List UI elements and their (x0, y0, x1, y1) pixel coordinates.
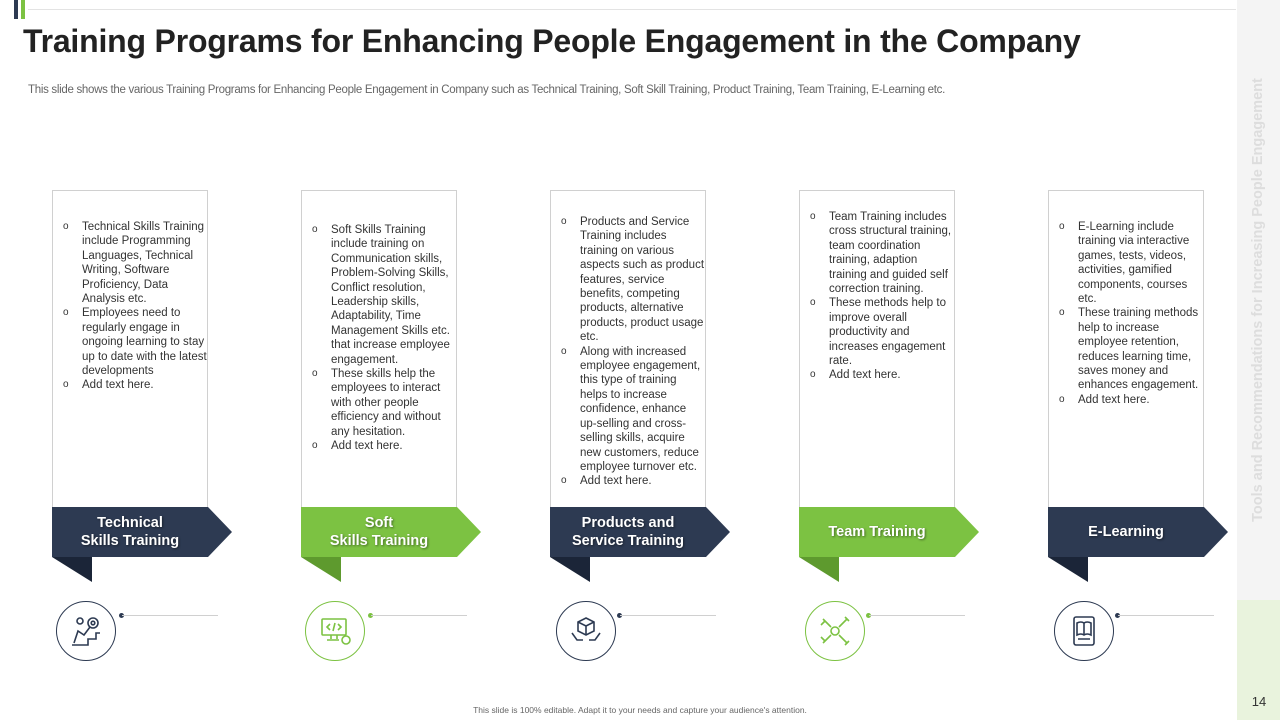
connector-line (869, 615, 965, 616)
product-hands-icon (556, 601, 616, 661)
bullet-list: Team Training includes cross structural … (810, 210, 954, 383)
computer-code-icon (305, 601, 365, 661)
bullet-item: Products and Service Training includes t… (561, 215, 705, 345)
bullet-list: E-Learning include training via interact… (1059, 220, 1203, 408)
program-card-elearning: E-Learning include training via interact… (1048, 190, 1204, 510)
bullet-list: Soft Skills Training include training on… (312, 223, 456, 454)
bullet-item: Technical Skills Training include Progra… (63, 220, 207, 306)
header-divider (28, 9, 1236, 10)
banner-shape (550, 507, 730, 582)
slide-subtitle: This slide shows the various Training Pr… (28, 84, 946, 96)
connector-line (620, 615, 716, 616)
page-number: 14 (1251, 694, 1267, 709)
banner-shape (799, 507, 979, 582)
side-panel-title: Tools and Recommendations for Increasing… (1250, 78, 1266, 522)
bullet-item: Add text here. (1059, 393, 1203, 408)
bullet-item: Employees need to regularly engage in on… (63, 306, 207, 378)
banner-shape (301, 507, 481, 582)
connector-line (371, 615, 467, 616)
bullet-list: Products and Service Training includes t… (561, 215, 705, 489)
connector-dot (119, 613, 124, 618)
e-book-icon (1054, 601, 1114, 661)
program-card-technical: Technical Skills Training include Progra… (52, 190, 208, 510)
bullet-item: Add text here. (312, 439, 456, 454)
bullet-item: Add text here. (810, 368, 954, 383)
banner-team: Team Training (799, 507, 979, 582)
accent-bar-green (21, 0, 25, 19)
program-card-products: Products and Service Training includes t… (550, 190, 706, 510)
connector-dot (1115, 613, 1120, 618)
bullet-item: Along with increased employee engagement… (561, 345, 705, 475)
program-card-soft: Soft Skills Training include training on… (301, 190, 457, 510)
connector-dot (866, 613, 871, 618)
footer-note: This slide is 100% editable. Adapt it to… (473, 705, 807, 715)
team-hands-icon (805, 601, 865, 661)
bullet-item: Add text here. (63, 378, 207, 393)
connector-dot (368, 613, 373, 618)
accent-bar-navy (14, 0, 18, 19)
banner-shape (1048, 507, 1228, 582)
program-card-team: Team Training includes cross structural … (799, 190, 955, 510)
bullet-item: These methods help to improve overall pr… (810, 296, 954, 368)
bullet-item: These training methods help to increase … (1059, 306, 1203, 392)
bullet-item: Add text here. (561, 474, 705, 489)
banner-label: E-Learning (1088, 524, 1164, 540)
connector-line (1118, 615, 1214, 616)
bullet-item: Team Training includes cross structural … (810, 210, 954, 296)
side-panel-accent (1237, 600, 1280, 720)
slide-title: Training Programs for Enhancing People E… (23, 23, 1081, 59)
connector-line (122, 615, 218, 616)
banner-label: Team Training (828, 524, 926, 540)
bullet-item: These skills help the employees to inter… (312, 367, 456, 439)
banner-shape (52, 507, 232, 582)
bullet-list: Technical Skills Training include Progra… (63, 220, 207, 393)
bullet-item: E-Learning include training via interact… (1059, 220, 1203, 306)
bullet-item: Soft Skills Training include training on… (312, 223, 456, 367)
technical-skills-icon (56, 601, 116, 661)
banner-elearning: E-Learning (1048, 507, 1228, 582)
connector-dot (617, 613, 622, 618)
